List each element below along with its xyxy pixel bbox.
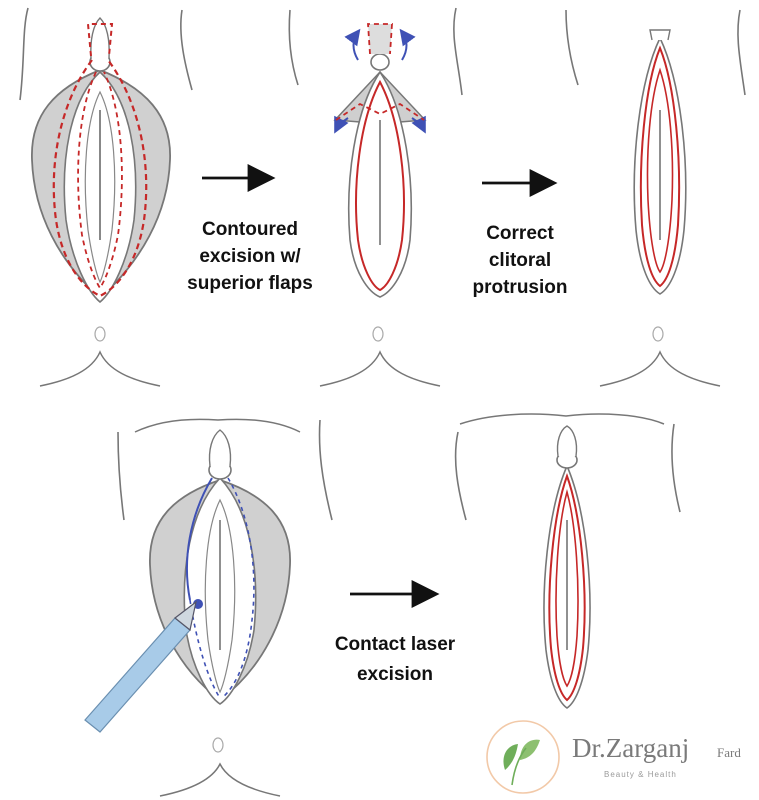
- label-line: excision w/: [199, 246, 301, 267]
- thigh-line-left: [19, 7, 29, 101]
- thigh-line-left: [288, 9, 299, 86]
- label-line: protrusion: [472, 277, 568, 298]
- logo-emblem: [486, 720, 560, 794]
- buttock-line: [39, 350, 161, 387]
- logo-brand: Dr.Zarganj: [572, 733, 690, 763]
- logo-leaf-2: [520, 739, 540, 760]
- red-inner-line: [555, 488, 579, 688]
- anus-outline: [94, 326, 106, 342]
- clitoral-hood: [370, 53, 390, 71]
- laser-dashed-right: [221, 477, 255, 699]
- panel-5-laser-result: [454, 413, 681, 709]
- logo-tagline: Beauty & Health: [604, 770, 677, 779]
- thigh-line-right: [737, 9, 746, 96]
- red-outer-line: [639, 45, 681, 288]
- hood-shaft: [556, 425, 578, 457]
- thigh-line-right: [671, 423, 681, 513]
- label-line: Contoured: [201, 219, 299, 240]
- logo-suffix: Fard: [717, 745, 741, 760]
- label-line: superior flaps: [187, 273, 313, 294]
- thigh-line-left: [454, 431, 467, 521]
- laser-cut-line: [185, 477, 213, 601]
- thigh-line-left: [565, 9, 579, 86]
- label-line: Contact laser: [334, 634, 456, 655]
- laser-dashed-left: [189, 599, 221, 699]
- upper-contour: [459, 413, 665, 425]
- label-line: clitoral: [488, 250, 552, 271]
- buttock-line: [599, 350, 721, 387]
- thigh-line-right: [180, 9, 193, 91]
- step-label-contoured-excision: Contoured excision w/ superior flaps: [165, 216, 335, 297]
- red-inner-line: [646, 67, 674, 274]
- panel-3-result: [565, 9, 746, 387]
- flap-arrow-right: [399, 28, 416, 61]
- red-outer-line: [548, 473, 586, 702]
- thigh-line-left: [117, 431, 125, 521]
- upper-contour: [134, 418, 301, 433]
- label-line: Correct: [486, 223, 554, 244]
- logo-stem: [511, 747, 527, 786]
- flap-suture-line: [335, 102, 425, 121]
- step-label-clitoral-protrusion: Correct clitoral protrusion: [455, 220, 585, 301]
- anus-outline: [212, 737, 224, 753]
- buttock-line: [159, 762, 281, 797]
- laser-tip: [174, 600, 197, 632]
- hood-shaft: [90, 17, 110, 59]
- panel-2-flaps: [288, 7, 463, 387]
- hood-top: [649, 29, 671, 41]
- step-label-contact-laser: Contact laser excision: [315, 630, 475, 690]
- buttock-line: [319, 350, 441, 387]
- hood-shaft: [208, 429, 232, 467]
- anus-outline: [372, 326, 384, 342]
- thigh-line-right: [453, 7, 463, 96]
- flap-marking: [86, 23, 114, 57]
- anus-outline: [652, 326, 664, 342]
- logo-leaf-1: [503, 744, 518, 770]
- watermark-logo: Dr.Zarganj Fard Beauty & Health: [484, 717, 756, 797]
- panel-4-laser: [84, 418, 333, 797]
- panel-1-preop: [19, 7, 193, 387]
- excision-line-outer: [52, 59, 148, 298]
- laser-fiber: [84, 617, 191, 733]
- flap-arrow-lower-left: [334, 115, 349, 134]
- flap-top: [367, 23, 393, 55]
- label-line: excision: [356, 664, 434, 685]
- flap-arrow-left: [344, 28, 361, 61]
- flap-arrow-lower-right: [411, 115, 426, 134]
- thigh-line-right: [318, 419, 333, 521]
- red-repair-line: [355, 79, 405, 292]
